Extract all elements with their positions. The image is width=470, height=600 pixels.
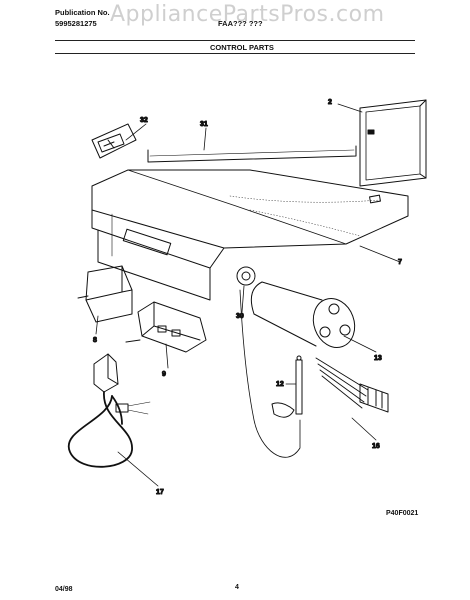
part-9-switch-module bbox=[125, 301, 207, 353]
part-32-switch bbox=[91, 123, 137, 159]
publication-label: Publication No. bbox=[55, 8, 110, 17]
part-2-panel bbox=[359, 99, 427, 187]
callout-12: 12 bbox=[276, 381, 284, 388]
header-rule-top bbox=[55, 40, 415, 41]
callout-8: 8 bbox=[93, 337, 97, 344]
page-number: 4 bbox=[235, 584, 239, 591]
part-30-grommet bbox=[236, 266, 256, 286]
callout-32: 32 bbox=[140, 117, 148, 124]
callout-31: 31 bbox=[200, 121, 208, 128]
callout-17: 17 bbox=[156, 489, 164, 496]
part-16-harness bbox=[315, 357, 389, 413]
sensor-wire bbox=[239, 289, 301, 458]
footer-date: 04/98 bbox=[55, 586, 73, 593]
callout-9: 9 bbox=[162, 371, 166, 378]
watermark: AppliancePartsPros.com bbox=[110, 2, 385, 27]
model-number: FAA??? ??? bbox=[218, 19, 263, 28]
callout-16: 16 bbox=[372, 443, 380, 450]
publication-number: 5995281275 bbox=[55, 19, 97, 28]
callout-7: 7 bbox=[398, 259, 402, 266]
part-12-sensor bbox=[271, 355, 303, 418]
section-title: CONTROL PARTS bbox=[210, 43, 274, 52]
callout-13: 13 bbox=[374, 355, 382, 362]
part-7-control-housing bbox=[91, 169, 409, 301]
leader-lines bbox=[95, 103, 401, 487]
part-31-bracket bbox=[147, 145, 357, 163]
part-13-capacitor bbox=[250, 281, 356, 348]
figure-code: P40F0021 bbox=[386, 510, 419, 517]
part-8-relay bbox=[77, 265, 133, 323]
callout-2: 2 bbox=[328, 99, 332, 106]
header-rule-bottom bbox=[55, 53, 415, 54]
part-17-power-cord bbox=[67, 353, 151, 468]
callout-30: 30 bbox=[236, 313, 244, 320]
